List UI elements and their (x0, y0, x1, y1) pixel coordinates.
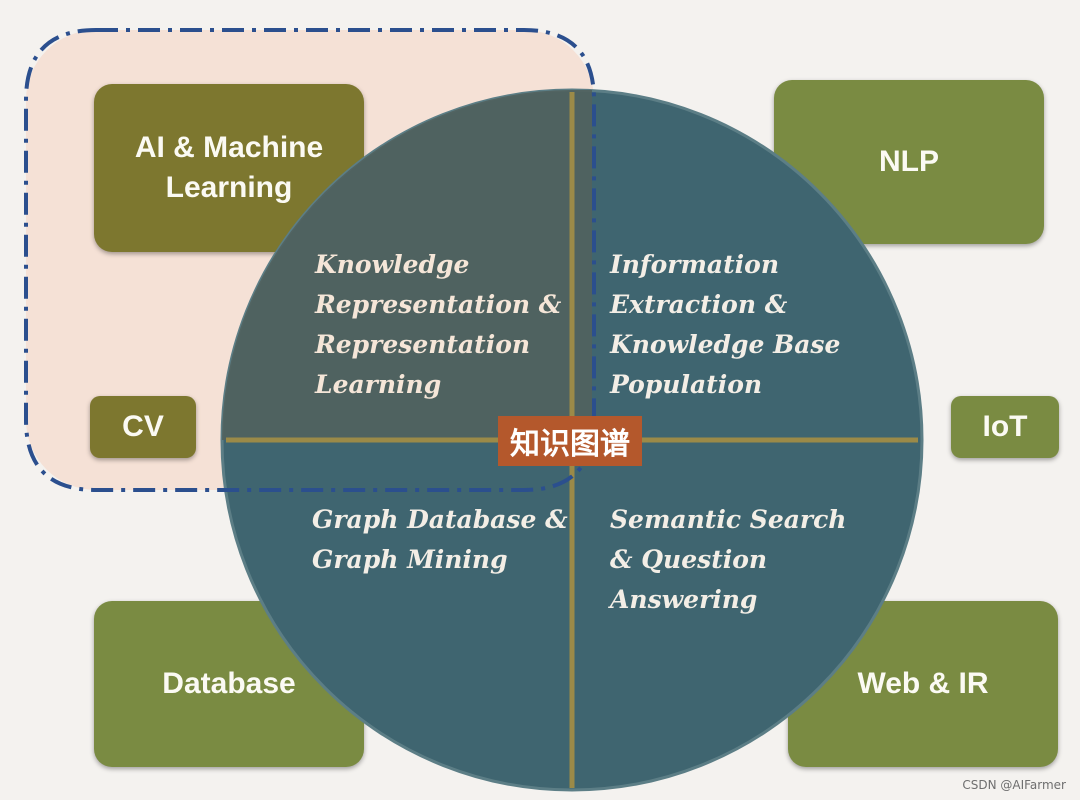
quadrant-line: Representation & (315, 290, 562, 319)
web-ir-box: Web & IR (788, 601, 1058, 767)
quadrant-line: Knowledge (315, 250, 470, 279)
quadrant-graph-database: Graph Database & Graph Mining (312, 500, 568, 580)
quadrant-line: Population (610, 370, 763, 399)
quadrant-line: Information (610, 250, 780, 279)
quadrant-line: Answering (610, 585, 758, 614)
quadrant-line: Graph Database & (312, 505, 568, 534)
quadrant-knowledge-representation: Knowledge Representation & Representatio… (315, 245, 561, 405)
center-knowledge-graph-label: 知识图谱 (498, 416, 642, 466)
quadrant-line: Knowledge Base (610, 330, 841, 359)
quadrant-semantic-search: Semantic Search & Question Answering (610, 500, 847, 620)
quadrant-line: Learning (315, 370, 442, 399)
circle-overlap-strip (572, 90, 592, 440)
quadrant-line: Graph Mining (312, 545, 508, 574)
quadrant-line: & Question (610, 545, 768, 574)
quadrant-line: Extraction & (610, 290, 788, 319)
quadrant-line: Semantic Search (610, 505, 847, 534)
iot-box: IoT (951, 396, 1059, 458)
quadrant-line: Representation (315, 330, 531, 359)
credit-text: CSDN @AIFarmer (962, 778, 1066, 792)
quadrant-information-extraction: Information Extraction & Knowledge Base … (610, 245, 840, 405)
